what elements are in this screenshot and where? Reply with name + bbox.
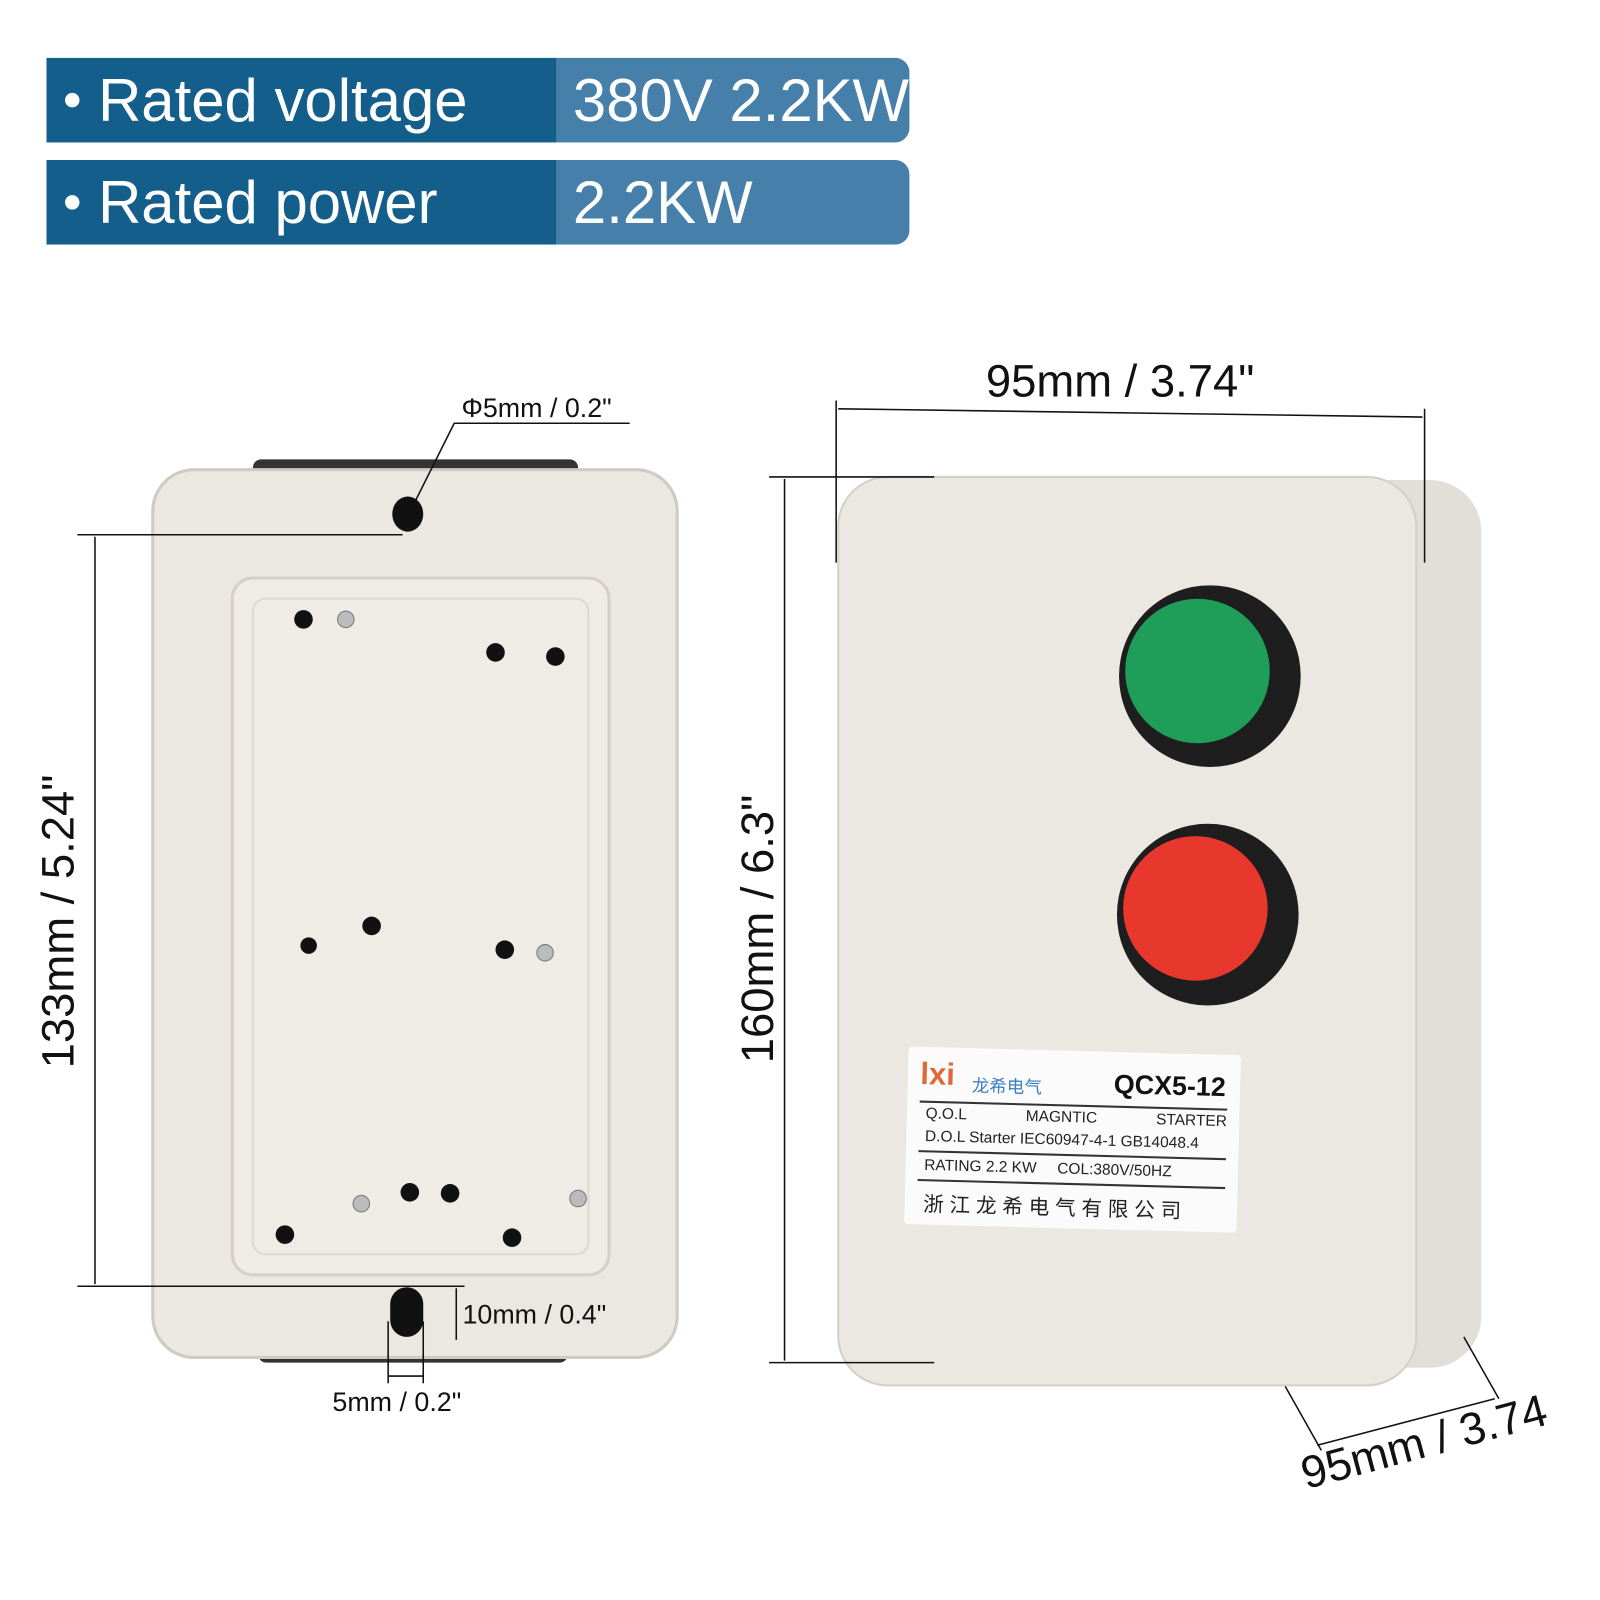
label-text: Q.O.L — [925, 1104, 968, 1124]
mount-height-label: 133mm / 5.24" — [33, 774, 84, 1069]
spec-value: 380V 2.2KW — [556, 57, 910, 143]
company-name: 浙 江 龙 希 电 气 有 限 公 司 — [922, 1193, 1182, 1224]
label-text: COL:380V/50HZ — [1057, 1159, 1172, 1181]
bullet-icon — [65, 92, 80, 108]
slot-width-label: 5mm / 0.2" — [332, 1386, 462, 1418]
label-text: RATING 2.2 KW — [923, 1156, 1037, 1177]
label-text: D.O.L Starter IEC60947-4-1 GB14048.4 — [924, 1127, 1200, 1153]
spec-rated-voltage: Rated voltage 380V 2.2KW — [46, 57, 910, 143]
product-nameplate: lxi 龙希电气 QCX5-12 Q.O.L MAGNTIC STARTER D.O… — [904, 1046, 1242, 1233]
model-number: QCX5-12 — [1113, 1068, 1227, 1103]
start-button — [1119, 585, 1301, 767]
brand-name: 龙希电气 — [971, 1076, 1043, 1098]
stop-button — [1116, 823, 1299, 1006]
height-label: 160mm / 6.3" — [732, 794, 784, 1064]
spec-key: Rated power — [98, 168, 438, 236]
dimension-lines-front — [769, 400, 1500, 1451]
label-text: STARTER — [1155, 1110, 1228, 1131]
brand-logo: lxi — [919, 1057, 956, 1093]
spec-key: Rated voltage — [98, 66, 468, 134]
spec-rated-power: Rated power 2.2KW — [46, 160, 910, 245]
dimension-lines-back — [77, 422, 630, 1384]
bullet-icon — [65, 195, 80, 210]
back-view-enclosure — [151, 459, 679, 1363]
slot-length-label: 10mm / 0.4" — [462, 1298, 607, 1330]
screws — [337, 610, 587, 1213]
mounting-holes — [275, 496, 565, 1337]
hole-diameter-label: Φ5mm / 0.2" — [461, 392, 612, 424]
label-text: MAGNTIC — [1025, 1107, 1098, 1127]
spec-value: 2.2KW — [556, 160, 910, 245]
width-label: 95mm / 3.74" — [985, 356, 1255, 407]
